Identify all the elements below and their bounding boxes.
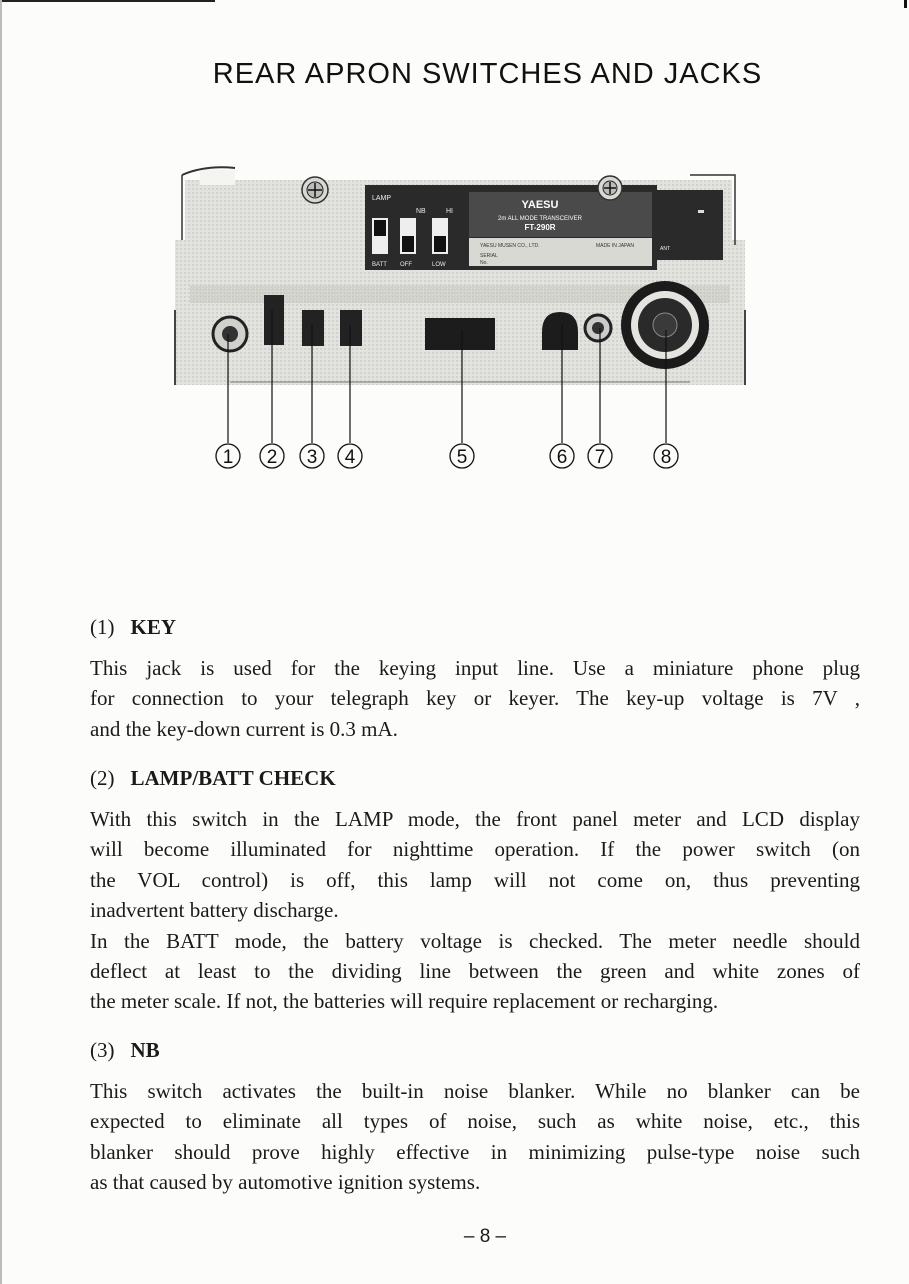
label-hi: HI [446, 208, 453, 215]
jack-6 [542, 312, 578, 350]
body-line: This jack is used for the keying input l… [90, 656, 860, 680]
serial-label: SERIAL [480, 253, 498, 259]
label-off: OFF [400, 262, 412, 268]
callout-4: 4 [345, 447, 356, 468]
section-heading-key: (1) KEY [90, 615, 176, 640]
body-line: will become illuminated for nighttime op… [90, 837, 860, 862]
section-number: (3) [90, 1038, 115, 1062]
maker-name: YAESU MUSEN CO., LTD. [480, 243, 540, 249]
body-line: the VOL control) is off, this lamp will … [90, 867, 860, 892]
body-line: the meter scale. If not, the batteries w… [90, 989, 719, 1014]
model-name: FT-290R [524, 223, 555, 232]
connector-8 [621, 281, 709, 369]
callout-8: 8 [661, 447, 672, 468]
label-lamp: LAMP [372, 195, 391, 202]
page-corner-mark [904, 0, 907, 8]
section-heading-nb: (3) NB [90, 1038, 160, 1063]
body-line: With this switch in the LAMP mode, the f… [90, 807, 860, 831]
section-title: LAMP/BATT CHECK [130, 766, 336, 790]
body-line: and the key-down current is 0.3 mA. [90, 716, 398, 741]
switch-4 [340, 310, 362, 346]
serial-no: No. [480, 260, 488, 266]
body-line: In the BATT mode, the battery voltage is… [90, 928, 860, 953]
screw-right [597, 175, 623, 201]
model-line: 2m ALL MODE TRANSCEIVER [498, 216, 583, 222]
section-number: (2) [90, 766, 115, 790]
label-nb: NB [416, 208, 426, 215]
callout-5: 5 [457, 447, 468, 468]
callout-lines [227, 310, 667, 443]
lamp-batt-switch [264, 295, 284, 345]
page-number: – 8 – [463, 1226, 507, 1247]
brand-yaesu: YAESU [522, 199, 559, 211]
made-in: MADE IN JAPAN [596, 243, 634, 249]
section-heading-lamp-batt: (2) LAMP/BATT CHECK [90, 766, 336, 791]
section-number: (1) [90, 615, 115, 639]
label-low: LOW [432, 262, 446, 268]
body-line: This switch activates the built-in noise… [90, 1079, 860, 1103]
section-title: KEY [130, 615, 177, 639]
section-body-nb: This switch activates the built-in noise… [90, 1076, 860, 1198]
callout-3: 3 [307, 447, 318, 468]
page-title: REAR APRON SWITCHES AND JACKS [212, 58, 763, 90]
key-jack [211, 315, 249, 353]
label-batt: BATT [372, 262, 387, 268]
ant-label: ANT [660, 246, 670, 252]
body-line: deflect at least to the dividing line be… [90, 959, 860, 984]
body-line: for connection to your telegraph key or … [90, 686, 860, 711]
jack-7 [583, 313, 613, 343]
section-title: NB [130, 1038, 160, 1062]
page-top-rule [0, 0, 215, 2]
rear-panel-photo: LAMP NB HI BATT OFF LOW YAESU 2m ALL MOD… [174, 166, 746, 469]
callout-2: 2 [267, 447, 278, 468]
rear-panel-figure: LAMP NB HI BATT OFF LOW YAESU 2m ALL MOD… [160, 160, 760, 480]
section-body-lamp-batt: With this switch in the LAMP mode, the f… [90, 804, 860, 1017]
nb-switch [302, 310, 324, 346]
page-left-edge [0, 0, 2, 1284]
callout-7: 7 [595, 447, 606, 468]
section-body-key: This jack is used for the keying input l… [90, 653, 860, 744]
body-line: blanker should prove highly effective in… [90, 1139, 860, 1164]
callout-1: 1 [223, 447, 234, 468]
antenna-block: ANT [655, 190, 723, 260]
switch-5 [425, 318, 495, 350]
callout-6: 6 [557, 447, 568, 468]
body-line: as that caused by automotive ignition sy… [90, 1170, 481, 1195]
screw-left [301, 176, 329, 204]
body-line: inadvertent battery discharge. [90, 898, 339, 923]
body-line: expected to eliminate all types of noise… [90, 1109, 860, 1134]
